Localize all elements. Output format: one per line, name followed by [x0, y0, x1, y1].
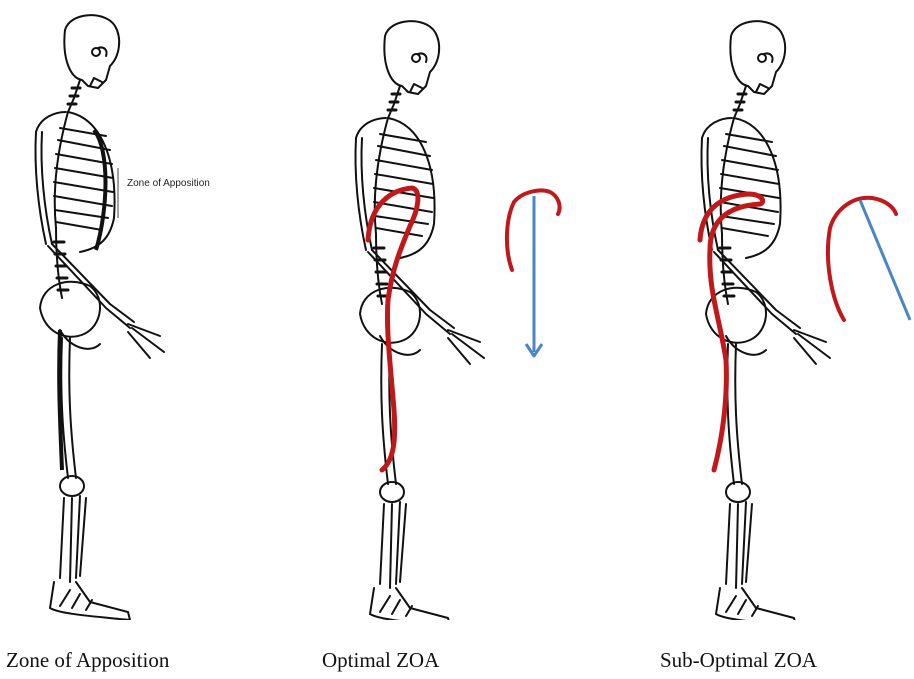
skeleton-illustration: Zone of Apposition [0, 0, 300, 620]
figure-zone-of-apposition: Zone of Apposition [0, 0, 300, 620]
figure-optimal-zoa [300, 0, 610, 620]
zone-of-apposition-label: Zone of Apposition [127, 178, 210, 189]
figure-sub-optimal-zoa [610, 0, 914, 620]
caption-zone-of-apposition: Zone of Apposition [6, 648, 169, 673]
skeleton-illustration [610, 0, 914, 620]
caption-sub-optimal-zoa: Sub-Optimal ZOA [660, 648, 817, 673]
diaphragm-line [700, 194, 763, 470]
diagonal-arrow-icon [860, 200, 910, 320]
skeleton-illustration [300, 0, 610, 620]
caption-optimal-zoa: Optimal ZOA [322, 648, 439, 673]
